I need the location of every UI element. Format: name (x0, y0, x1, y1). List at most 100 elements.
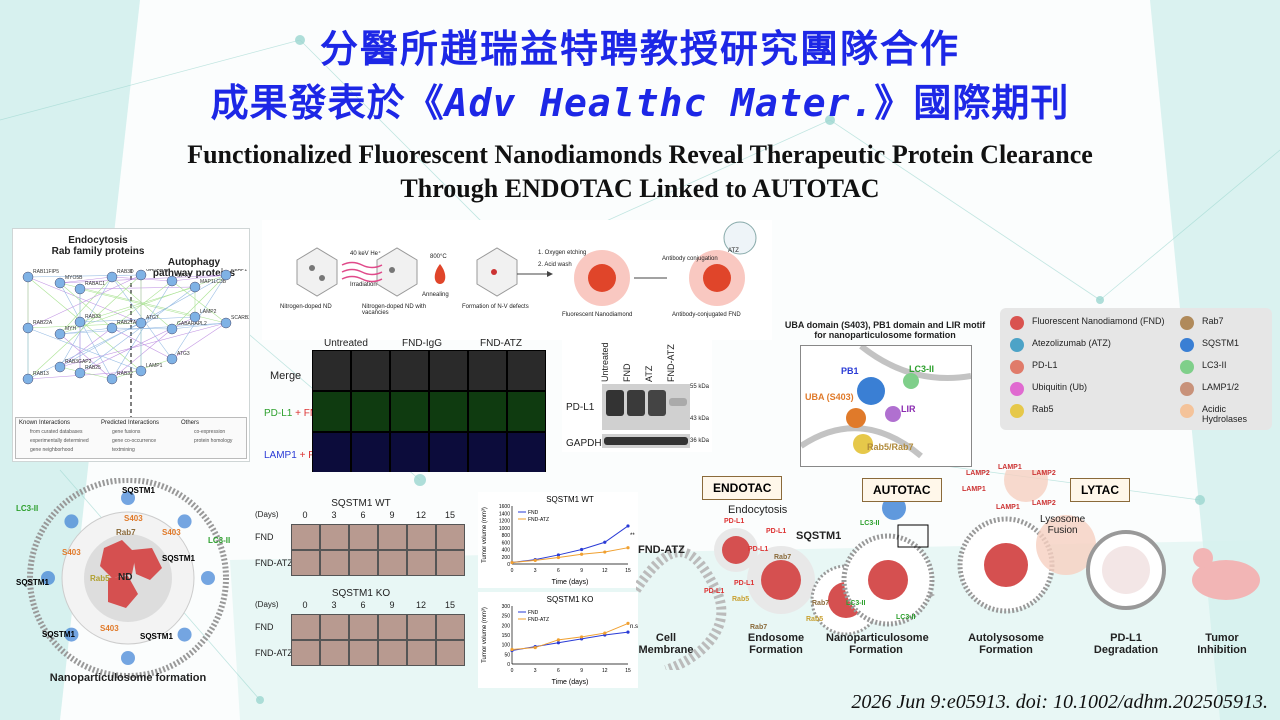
day-label: 3 (331, 600, 337, 610)
legend-swatch-icon (1180, 382, 1194, 396)
tumor-photo (349, 550, 378, 576)
microscopy-image (508, 392, 545, 431)
microscopy-grid (312, 350, 546, 472)
network-node-label: RAB32 (117, 371, 133, 377)
tumor-photo (436, 640, 465, 666)
y-tick-label: 150 (502, 633, 511, 639)
title-chinese-line1: 分醫所趙瑞益特聘教授研究團隊合作 (319, 27, 960, 71)
network-node-label: LAMP1 (146, 363, 163, 369)
data-point (580, 547, 584, 552)
day-label: 15 (444, 600, 455, 610)
y-tick-label: 800 (502, 533, 511, 539)
network-edge (27, 327, 142, 372)
x-tick-label: 3 (534, 568, 537, 574)
network-edge (59, 327, 113, 335)
tumor-photo (407, 640, 436, 666)
sqstm1-label: SQSTM1 (796, 530, 842, 542)
tumor-photo (378, 640, 407, 666)
day-label: 15 (444, 510, 455, 520)
pathway-illustration (631, 458, 1260, 675)
network-node (220, 269, 232, 281)
uba-structure-label: LIR (901, 404, 916, 414)
kda-55: 55 kDa (690, 384, 710, 390)
network-node (22, 373, 34, 385)
pathway-mini-label: Rab5 (806, 616, 824, 623)
nanoparticulosome-caption: Nanoparticulosome formation (49, 672, 207, 684)
tumor-row-label: FND (255, 532, 274, 542)
uba-structure-label: LC3-II (909, 364, 935, 374)
citation: 2026 Jun 9:e05913. doi: 10.1002/adhm.202… (851, 691, 1268, 713)
atz-label: ATZ (728, 248, 739, 254)
legend-swatch-icon (1010, 360, 1024, 374)
journal-name: Adv Healthc Mater. (444, 81, 875, 125)
pathway-mini-label: LC3-II (846, 600, 866, 607)
network-node-label: MAP1LC3B (200, 279, 227, 285)
network-node-label: OPTN (177, 273, 191, 279)
synthesis-step-label: Nitrogen-doped ND with vacancies (362, 304, 427, 316)
microscopy-image (391, 433, 428, 472)
data-point (626, 621, 630, 625)
pathway-mini-label: LAMP1 (962, 486, 986, 493)
network-edge (171, 274, 227, 330)
synthesis-step-label: Formation of N-V defects (462, 304, 529, 310)
uba-structure-label: PB1 (841, 366, 859, 376)
legend-swatch-icon (1010, 316, 1024, 330)
title-line2-suffix: 》國際期刊 (874, 81, 1070, 125)
endotac-box: ENDOTAC (702, 476, 783, 500)
network-node-label: RABAC1 (85, 281, 105, 287)
synthesis-step-label: 1. Oxygen etching (538, 250, 587, 256)
data-point (626, 524, 630, 528)
x-tick-label: 15 (625, 568, 631, 574)
nanoparticulosome-label: SQSTM1 (162, 554, 195, 563)
wb-band-pdl1 (602, 384, 690, 430)
pathway-mini-label: LAMP2 (1032, 470, 1056, 477)
legend-known: Known Interactions (19, 420, 71, 426)
tumor-photo (407, 550, 436, 576)
y-tick-label: 100 (502, 643, 511, 649)
title-chinese-line2: 成果發表於《Adv Healthc Mater.》國際期刊 (0, 72, 1280, 127)
network-edge (111, 327, 173, 360)
legend-swatch-icon (1180, 404, 1194, 418)
legend-swatch-icon (1180, 316, 1194, 330)
data-point (603, 550, 607, 554)
pathway-mini-label: LAMP1 (998, 464, 1022, 471)
wb-row-pdl1: PD-L1 (566, 402, 595, 413)
legend-item: gene fusions (112, 429, 141, 435)
network-node-label: RAB3GAP2 (65, 359, 92, 365)
legend-item-label: LAMP1/2 (1202, 382, 1240, 392)
tumor-photo (407, 614, 436, 640)
network-edge (79, 286, 196, 374)
uba-structure-illustration (799, 343, 972, 459)
nanoparticulosome-label: SQSTM1 (42, 630, 75, 639)
y-tick-label: 200 (502, 623, 511, 629)
network-node (220, 317, 232, 329)
pathway-panel: ENDOTAC AUTOTAC LYTAC Endocytosis FND-AT… (631, 458, 1276, 675)
network-node-label: GABARAPL2 (177, 321, 207, 327)
endocytosis-label: Endocytosis (728, 504, 788, 516)
network-node-label: KEAP1 (231, 269, 247, 273)
legend-item-label: PD-L1 (1032, 360, 1058, 370)
day-label: 9 (389, 510, 395, 520)
network-node (106, 271, 118, 283)
legend-predicted: Predicted Interactions (101, 420, 160, 426)
x-tick-label: 0 (511, 568, 514, 574)
sqstm1-dot (201, 571, 215, 585)
legend-item-label: SQSTM1 (1202, 338, 1240, 348)
autotac-box: AUTOTAC (862, 478, 942, 502)
legend-item-label: Rab5 (1032, 404, 1054, 414)
nanoparticulosome-illustration (27, 477, 229, 679)
legend-item-label: Acidic Hydrolases (1202, 404, 1248, 424)
network-node (166, 323, 178, 335)
legend-swatch-icon (1180, 360, 1194, 374)
series-line (511, 525, 629, 564)
data-point (556, 641, 560, 645)
wb-lane-label: ATZ (644, 365, 654, 382)
data-point (626, 630, 630, 634)
legend-label: FND-ATZ (528, 617, 549, 623)
nanoparticulosome-label: SQSTM1 (122, 486, 155, 495)
